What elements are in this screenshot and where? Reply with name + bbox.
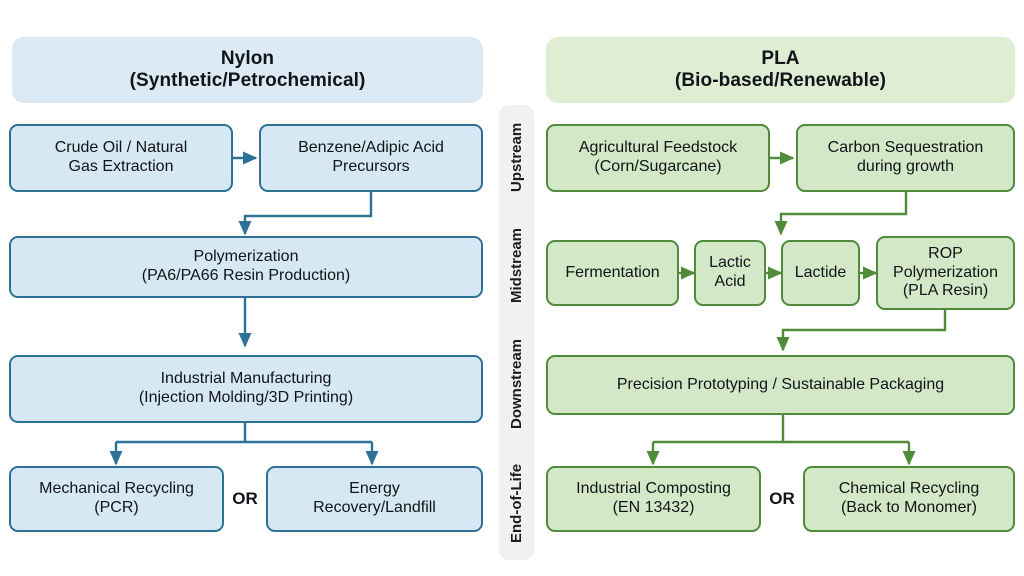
nylon-or-label: OR [232, 489, 258, 508]
pla-node-lactic-acid[interactable]: Lactic Acid [694, 240, 766, 306]
nylon-node-eol-mechanical-recycling[interactable]: Mechanical Recycling (PCR) [9, 466, 224, 532]
nylon-node-manufacturing[interactable]: Industrial Manufacturing (Injection Mold… [9, 355, 483, 423]
nylon-node-feedstock[interactable]: Crude Oil / Natural Gas Extraction [9, 124, 233, 192]
pla-node-carbon-sequestration[interactable]: Carbon Sequestration during growth [796, 124, 1015, 192]
stage-label-endoflife: End-of-Life [508, 463, 525, 543]
pla-node-rop-polymerization[interactable]: ROP Polymerization (PLA Resin) [876, 236, 1015, 310]
wire-nylon-2 [238, 192, 373, 236]
pla-node-eol-industrial-composting[interactable]: Industrial Composting (EN 13432) [546, 466, 761, 532]
nylon-header: Nylon (Synthetic/Petrochemical) [12, 37, 483, 103]
pla-header: PLA (Bio-based/Renewable) [546, 37, 1015, 103]
stage-label-midstream: Midstream [508, 227, 525, 304]
pla-or-label: OR [769, 489, 795, 508]
pla-node-lactide[interactable]: Lactide [781, 240, 860, 306]
pla-node-eol-chemical-recycling[interactable]: Chemical Recycling (Back to Monomer) [803, 466, 1015, 532]
nylon-node-polymerization[interactable]: Polymerization (PA6/PA66 Resin Productio… [9, 236, 483, 298]
pla-node-feedstock[interactable]: Agricultural Feedstock (Corn/Sugarcane) [546, 124, 770, 192]
wire-pla-6 [776, 310, 947, 352]
stage-label-downstream: Downstream [508, 338, 525, 429]
stage-label-upstream: Upstream [508, 122, 525, 193]
pla-node-downstream-applications[interactable]: Precision Prototyping / Sustainable Pack… [546, 355, 1015, 415]
nylon-node-eol-energy-recovery[interactable]: Energy Recovery/Landfill [266, 466, 483, 532]
nylon-node-precursors[interactable]: Benzene/Adipic Acid Precursors [259, 124, 483, 192]
pla-node-fermentation[interactable]: Fermentation [546, 240, 679, 306]
wire-pla-2 [774, 192, 908, 236]
stage-strip [499, 105, 534, 560]
